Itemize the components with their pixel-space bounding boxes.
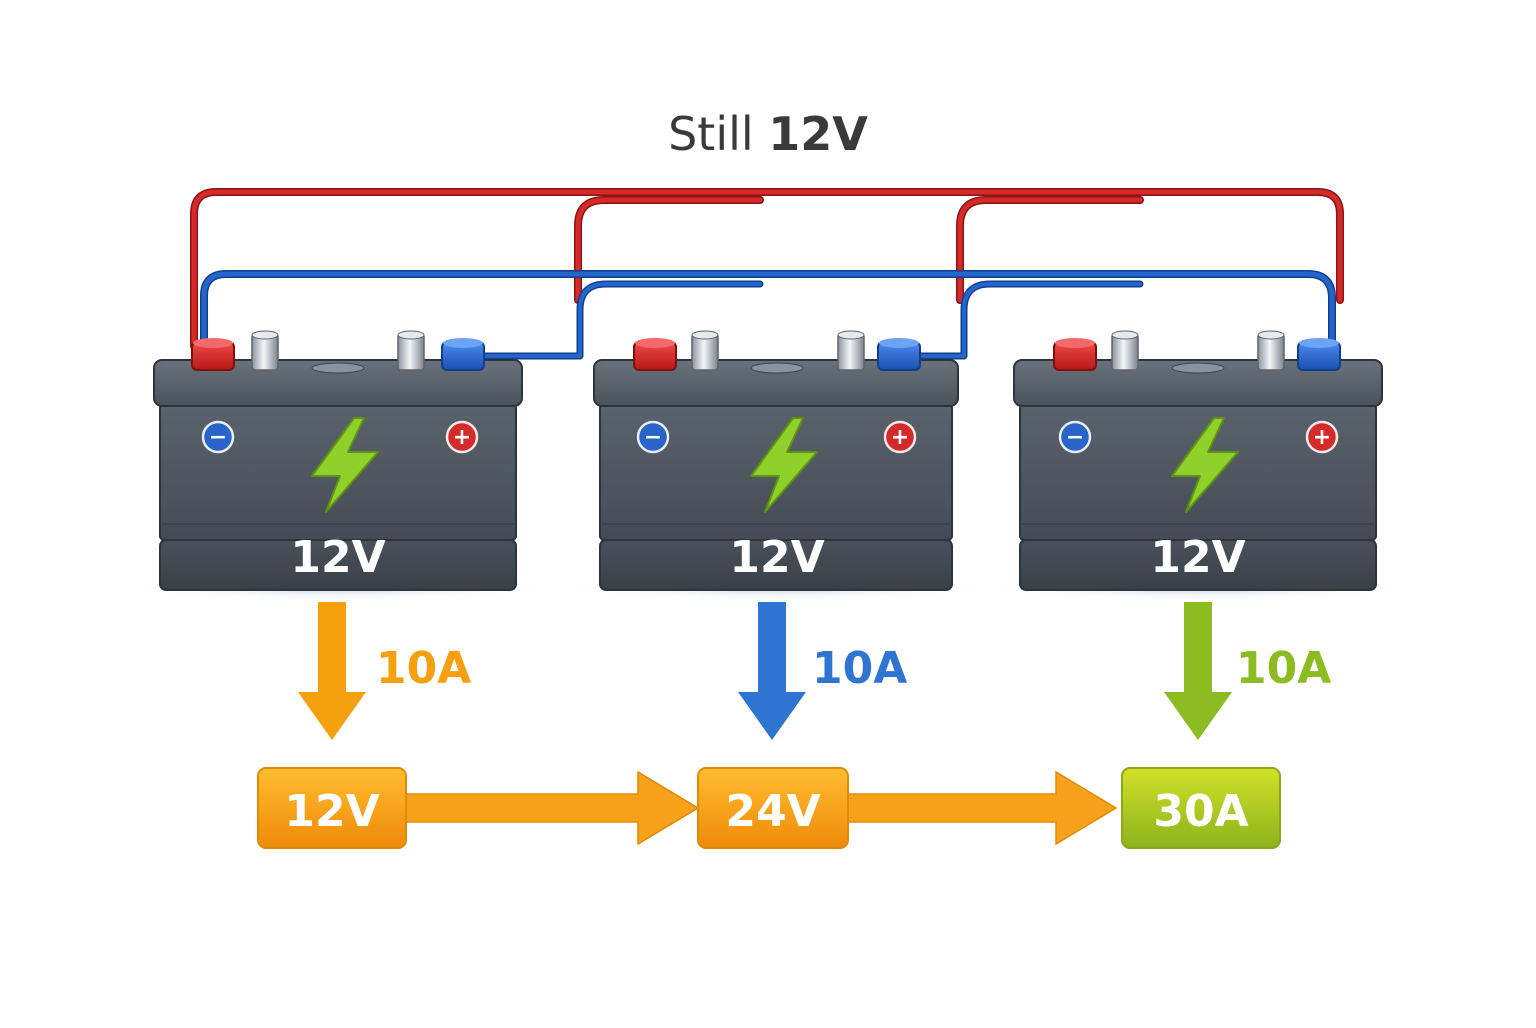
svg-text:−: − (644, 425, 662, 450)
diagram-title: Still 12V (668, 107, 868, 161)
down-arrow-icon (738, 602, 806, 740)
down-arrow-icon (1164, 602, 1232, 740)
current-arrow-1: 10A (298, 602, 471, 740)
result-box-3: 30A (1121, 767, 1281, 849)
battery-voltage-label: 12V (290, 532, 385, 583)
result-box-2: 24V (697, 767, 849, 849)
current-label: 10A (812, 643, 907, 694)
down-arrow-icon (298, 602, 366, 740)
negative-terminal (441, 338, 485, 371)
plus-icon: + (1305, 420, 1339, 454)
positive-terminal (191, 338, 235, 371)
plus-icon: + (883, 420, 917, 454)
wires (190, 188, 1344, 360)
current-arrow-2: 10A (738, 602, 907, 740)
cell-cap-right (1257, 330, 1285, 371)
cell-cap-right (837, 330, 865, 371)
battery-2: − + 12V (557, 330, 997, 602)
current-arrow-3: 10A (1164, 602, 1331, 740)
positive-terminal (1053, 338, 1097, 371)
battery-3: − + 12V (978, 330, 1418, 602)
cell-cap-left (691, 330, 719, 371)
positive-terminal (633, 338, 677, 371)
result-label: 12V (284, 786, 379, 837)
negative-terminal (1297, 338, 1341, 371)
battery-1: − + 12V (118, 330, 558, 602)
result-label: 24V (725, 786, 820, 837)
lightning-bolt-icon (311, 417, 379, 513)
right-arrow-icon (847, 770, 1118, 846)
lightning-bolt-icon (1171, 417, 1239, 513)
result-label: 30A (1153, 786, 1248, 837)
cell-cap-left (251, 330, 279, 371)
minus-icon: − (201, 420, 235, 454)
svg-text:+: + (453, 425, 471, 450)
minus-icon: − (636, 420, 670, 454)
battery-voltage-label: 12V (729, 532, 824, 583)
negative-terminal (877, 338, 921, 371)
positive-wire (190, 188, 1344, 350)
current-label: 10A (376, 643, 471, 694)
right-arrow-icon (403, 770, 700, 846)
svg-text:−: − (209, 425, 227, 450)
cell-cap-right (397, 330, 425, 371)
svg-text:+: + (891, 425, 909, 450)
cell-cap-left (1111, 330, 1139, 371)
current-label: 10A (1236, 643, 1331, 694)
lightning-bolt-icon (750, 417, 818, 513)
plus-icon: + (445, 420, 479, 454)
svg-text:−: − (1066, 425, 1084, 450)
svg-text:+: + (1313, 425, 1331, 450)
battery-voltage-label: 12V (1150, 532, 1245, 583)
result-box-1: 12V (257, 767, 407, 849)
minus-icon: − (1058, 420, 1092, 454)
negative-wire (200, 270, 1336, 360)
